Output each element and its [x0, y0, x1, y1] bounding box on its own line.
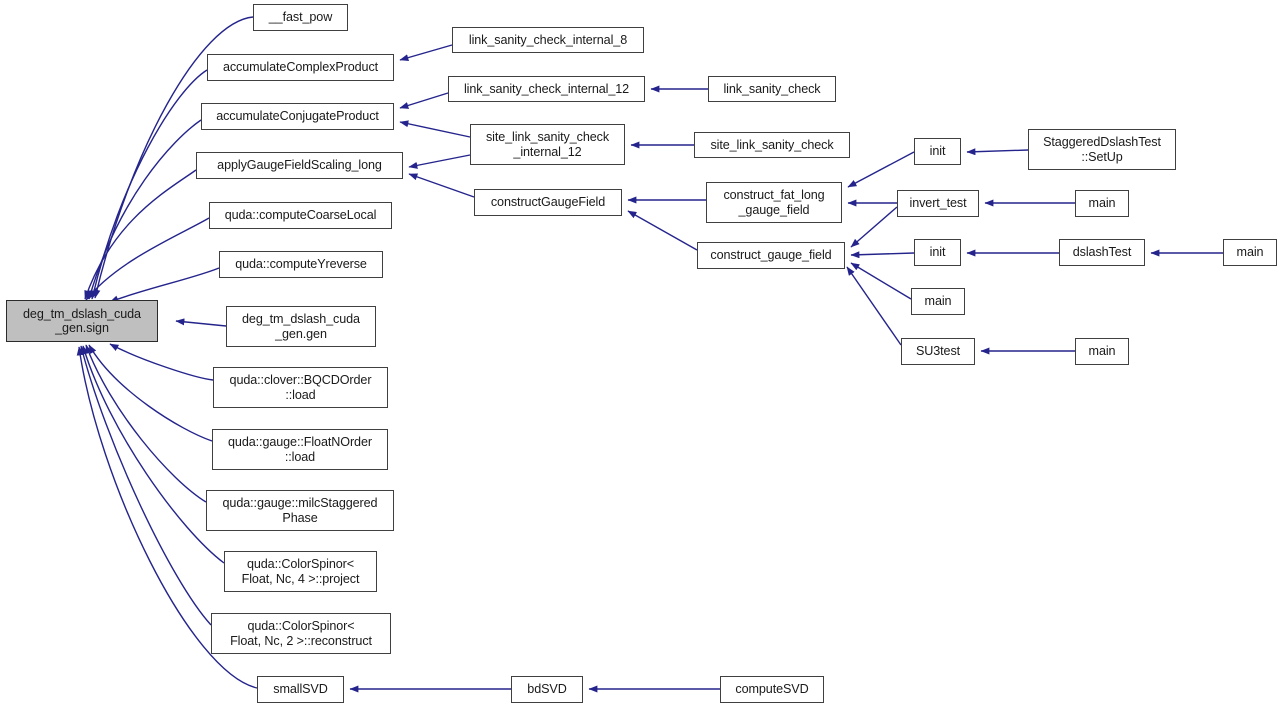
- graph-node-yreverse[interactable]: quda::computeYreverse: [219, 251, 383, 278]
- graph-node-cgf[interactable]: constructGaugeField: [474, 189, 622, 216]
- graph-node-fastpow[interactable]: __fast_pow: [253, 4, 348, 31]
- graph-node-bdSVD[interactable]: bdSVD: [511, 676, 583, 703]
- call-edge: [90, 69, 208, 300]
- call-edge: [408, 154, 471, 169]
- graph-node-cflgf[interactable]: construct_fat_long _gauge_field: [706, 182, 842, 223]
- call-edge: [82, 345, 225, 564]
- graph-node-floatn[interactable]: quda::gauge::FloatNOrder ::load: [212, 429, 388, 470]
- call-edge: [627, 210, 698, 251]
- graph-node-init2[interactable]: init: [914, 239, 961, 266]
- call-edge: [850, 206, 898, 248]
- graph-node-accComplex[interactable]: accumulateComplexProduct: [207, 54, 394, 81]
- call-edge: [850, 262, 912, 300]
- graph-node-lsc[interactable]: link_sanity_check: [708, 76, 836, 102]
- graph-node-su3[interactable]: SU3test: [901, 338, 975, 365]
- graph-node-slsci12[interactable]: site_link_sanity_check _internal_12: [470, 124, 625, 165]
- graph-node-invert[interactable]: invert_test: [897, 190, 979, 217]
- call-edge: [79, 345, 212, 626]
- graph-node-coarseLocal[interactable]: quda::computeCoarseLocal: [209, 202, 392, 229]
- graph-node-reconstruct[interactable]: quda::ColorSpinor< Float, Nc, 2 >::recon…: [211, 613, 391, 654]
- call-edge: [966, 148, 1029, 156]
- edges: [76, 16, 1223, 693]
- call-edge: [399, 44, 453, 62]
- graph-node-sdst[interactable]: StaggeredDslashTest ::SetUp: [1028, 129, 1176, 170]
- call-edge: [85, 344, 207, 503]
- call-edge: [109, 267, 220, 303]
- call-edge: [399, 92, 449, 109]
- graph-node-cgfu[interactable]: construct_gauge_field: [697, 242, 845, 269]
- graph-node-accConj[interactable]: accumulateConjugateProduct: [201, 103, 394, 130]
- call-edge: [85, 217, 210, 301]
- call-edge: [846, 266, 902, 346]
- graph-node-project[interactable]: quda::ColorSpinor< Float, Nc, 4 >::proje…: [224, 551, 377, 592]
- graph-node-main4[interactable]: main: [1075, 338, 1129, 365]
- graph-node-milc[interactable]: quda::gauge::milcStaggered Phase: [206, 490, 394, 531]
- call-edge: [76, 346, 258, 689]
- call-edge: [847, 151, 915, 188]
- graph-node-computeSVD[interactable]: computeSVD: [720, 676, 824, 703]
- graph-node-init1[interactable]: init: [914, 138, 961, 165]
- graph-node-applyGauge[interactable]: applyGaugeFieldScaling_long: [196, 152, 403, 179]
- call-edge: [399, 120, 471, 138]
- call-edge: [88, 344, 213, 442]
- graph-node-root[interactable]: deg_tm_dslash_cuda _gen.sign: [6, 300, 158, 342]
- graph-node-lsci12[interactable]: link_sanity_check_internal_12: [448, 76, 645, 102]
- graph-node-genGen[interactable]: deg_tm_dslash_cuda _gen.gen: [226, 306, 376, 347]
- call-edge: [408, 173, 475, 198]
- graph-node-bqcd[interactable]: quda::clover::BQCDOrder ::load: [213, 367, 388, 408]
- graph-node-slsc[interactable]: site_link_sanity_check: [694, 132, 850, 158]
- graph-node-main2[interactable]: main: [1075, 190, 1129, 217]
- graph-node-main1[interactable]: main: [911, 288, 965, 315]
- call-edge: [175, 318, 227, 327]
- graph-node-main3[interactable]: main: [1223, 239, 1277, 266]
- call-edge: [109, 343, 214, 381]
- graph-node-dslashTest[interactable]: dslashTest: [1059, 239, 1145, 266]
- graph-node-smallSVD[interactable]: smallSVD: [257, 676, 344, 703]
- call-edge: [84, 169, 197, 300]
- call-edge: [850, 251, 915, 259]
- graph-node-lsci8[interactable]: link_sanity_check_internal_8: [452, 27, 644, 53]
